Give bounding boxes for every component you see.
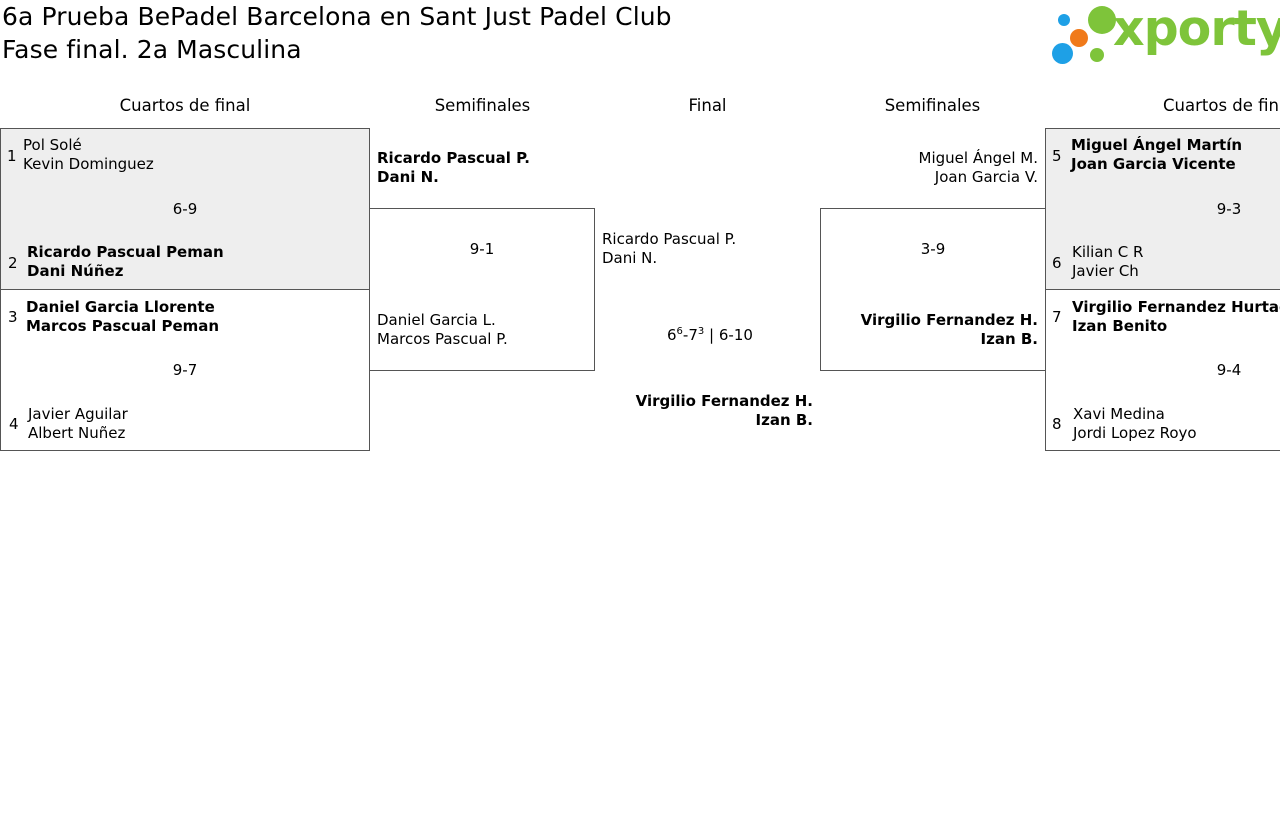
logo-wordmark: xporty <box>1113 0 1280 57</box>
team-top-winner: Daniel Garcia Llorente Marcos Pascual Pe… <box>26 298 219 336</box>
player-name: Joan Garcia V. <box>934 168 1038 186</box>
page-subtitle: Fase final. 2a Masculina <box>2 35 302 64</box>
round-header-final: Final <box>688 96 727 115</box>
player-name: Jordi Lopez Royo <box>1073 424 1197 442</box>
semifinal-match-left[interactable]: 9-1 <box>369 208 595 371</box>
player-name: Marcos Pascual Peman <box>26 317 220 335</box>
xporty-logo[interactable]: xporty <box>1050 0 1280 68</box>
quarterfinal-match-3[interactable]: 5 Miguel Ángel Martín Joan Garcia Vicent… <box>1045 128 1280 290</box>
player-name: Virgilio Fernandez Hurtado <box>1072 298 1280 316</box>
seed-number: 3 <box>8 308 18 326</box>
seed-number: 2 <box>8 254 18 272</box>
player-name: Miguel Ángel M. <box>918 149 1038 167</box>
round-header-quarters-right: Cuartos de final <box>1163 96 1280 115</box>
player-name: Kilian C R <box>1072 243 1144 261</box>
team-bottom: Xavi Medina Jordi Lopez Royo <box>1073 405 1197 443</box>
team-top-winner: Virgilio Fernandez Hurtado Izan Benito <box>1072 298 1280 336</box>
set-1-team-a: 6 <box>667 326 677 344</box>
team-bottom: Kilian C R Javier Ch <box>1072 243 1143 281</box>
player-name: Miguel Ángel Martín <box>1071 136 1243 154</box>
player-name: Dani Núñez <box>27 262 124 280</box>
final-team-top: Ricardo Pascual P. Dani N. <box>602 230 736 268</box>
logo-dot-green <box>1088 6 1116 34</box>
final-team-bottom-winner: Virgilio Fernandez H. Izan B. <box>595 392 813 430</box>
semifinal-left-team-bottom: Daniel Garcia L. Marcos Pascual P. <box>377 311 508 349</box>
seed-number: 4 <box>9 415 19 433</box>
logo-dot-orange <box>1070 29 1088 47</box>
seed-number: 8 <box>1052 415 1062 433</box>
player-name: Daniel Garcia L. <box>377 311 496 329</box>
match-score: 9-1 <box>469 240 495 258</box>
set-1-tiebreak-b: 3 <box>697 326 705 337</box>
player-name: Ricardo Pascual P. <box>602 230 737 248</box>
set-separator: | <box>704 326 719 344</box>
player-name: Dani N. <box>602 249 658 267</box>
match-score: 9-7 <box>172 361 198 379</box>
semifinal-left-team-top-winner: Ricardo Pascual P. Dani N. <box>377 149 530 187</box>
set-1-tiebreak-a: 6 <box>676 326 683 337</box>
seed-number: 7 <box>1052 308 1062 326</box>
round-header-semis-left: Semifinales <box>434 96 531 115</box>
player-name: Xavi Medina <box>1073 405 1165 423</box>
player-name: Pol Solé <box>23 136 82 154</box>
final-score: 66-73 | 6-10 <box>667 326 753 344</box>
team-top: Pol Solé Kevin Dominguez <box>23 136 154 174</box>
team-bottom: Javier Aguilar Albert Nuñez <box>28 405 128 443</box>
round-header-quarters-left: Cuartos de final <box>119 96 251 115</box>
player-name: Ricardo Pascual Peman <box>27 243 224 261</box>
seed-number: 5 <box>1052 147 1062 165</box>
player-name: Izan Benito <box>1072 317 1168 335</box>
set-2-score: 6-10 <box>718 326 753 344</box>
logo-dot-blue-large <box>1052 43 1073 64</box>
team-bottom-winner: Ricardo Pascual Peman Dani Núñez <box>27 243 224 281</box>
quarterfinal-match-1[interactable]: 1 Pol Solé Kevin Dominguez 6-9 2 Ricardo… <box>0 128 370 290</box>
match-score: 6-9 <box>172 200 198 218</box>
player-name: Joan Garcia Vicente <box>1071 155 1236 173</box>
player-name: Ricardo Pascual P. <box>377 149 531 167</box>
match-score: 3-9 <box>920 240 946 258</box>
quarterfinal-match-2[interactable]: 3 Daniel Garcia Llorente Marcos Pascual … <box>0 289 370 451</box>
semifinal-right-team-bottom-winner: Virgilio Fernandez H. Izan B. <box>820 311 1038 349</box>
player-name: Kevin Dominguez <box>23 155 154 173</box>
quarterfinal-match-4[interactable]: 7 Virgilio Fernandez Hurtado Izan Benito… <box>1045 289 1280 451</box>
player-name: Marcos Pascual P. <box>377 330 508 348</box>
match-score: 9-4 <box>1216 361 1242 379</box>
player-name: Izan B. <box>980 330 1038 348</box>
seed-number: 6 <box>1052 254 1062 272</box>
player-name: Izan B. <box>755 411 813 429</box>
player-name: Dani N. <box>377 168 439 186</box>
player-name: Daniel Garcia Llorente <box>26 298 215 316</box>
player-name: Albert Nuñez <box>28 424 126 442</box>
player-name: Javier Aguilar <box>28 405 128 423</box>
semifinal-right-team-top: Miguel Ángel M. Joan Garcia V. <box>820 149 1038 187</box>
set-1-team-b: 7 <box>688 326 698 344</box>
player-name: Javier Ch <box>1072 262 1139 280</box>
logo-dot-green-small <box>1090 48 1104 62</box>
team-top-winner: Miguel Ángel Martín Joan Garcia Vicente <box>1071 136 1242 174</box>
player-name: Virgilio Fernandez H. <box>635 392 813 410</box>
seed-number: 1 <box>7 147 17 165</box>
logo-dot-blue <box>1058 14 1070 26</box>
round-header-semis-right: Semifinales <box>884 96 981 115</box>
match-score: 9-3 <box>1216 200 1242 218</box>
player-name: Virgilio Fernandez H. <box>860 311 1038 329</box>
page-title: 6a Prueba BePadel Barcelona en Sant Just… <box>2 2 672 31</box>
